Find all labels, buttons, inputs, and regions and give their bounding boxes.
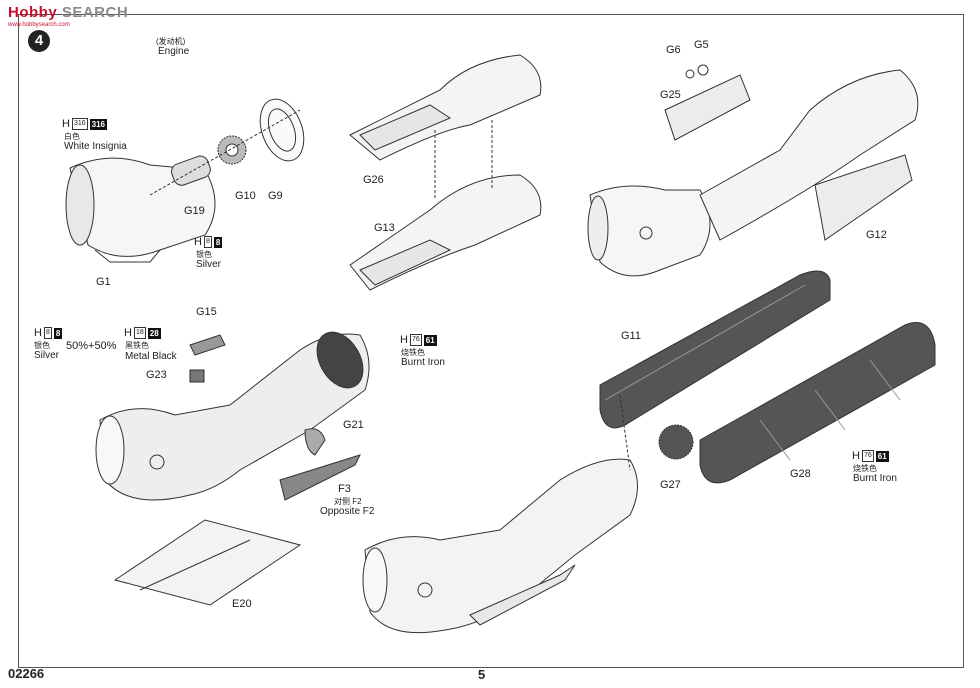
paint-code: 316 [89, 118, 107, 130]
paint-burnt-iron-1-cn: 烧铁色 [401, 348, 425, 357]
part-g11-drawing [599, 270, 831, 429]
label-f3: F3 [338, 483, 351, 495]
mix-ratio: 50%+50% [66, 340, 117, 352]
part-g26-drawing [349, 54, 542, 161]
part-g27-drawing [658, 424, 694, 460]
watermark-brand-b: SEARCH [61, 4, 129, 21]
paint-h: H [194, 236, 202, 248]
paint-code: 61 [423, 334, 437, 346]
paint-h: H [400, 334, 408, 346]
watermark-brand-a: Hobby [8, 4, 58, 21]
paint-burnt-iron-2: H 76 61 [852, 450, 889, 462]
paint-white-insignia: H 316 316 [62, 118, 107, 130]
paint-h: H [852, 450, 860, 462]
title-en: Engine [158, 46, 190, 57]
product-code: 02266 [8, 666, 45, 681]
paint-box: 18 [133, 327, 146, 339]
step-number-badge: 4 [28, 30, 50, 52]
label-g12: G12 [866, 229, 887, 241]
paint-box: 8 [203, 236, 212, 248]
title-cn: (发动机) [156, 37, 186, 46]
paint-code: 8 [213, 236, 223, 248]
paint-silver-1: H 8 8 [194, 236, 223, 248]
label-g5: G5 [694, 39, 709, 51]
part-g9-drawing [259, 98, 305, 162]
label-g27: G27 [660, 479, 681, 491]
paint-box: 76 [861, 450, 874, 462]
label-g9: G9 [268, 190, 283, 202]
part-engine-top-right [587, 64, 919, 277]
paint-silver-2: H 8 8 [34, 327, 63, 339]
paint-box: 316 [71, 118, 88, 130]
page-number: 5 [478, 667, 486, 682]
label-g10: G10 [235, 190, 256, 202]
part-g13-drawing [349, 174, 542, 291]
label-g28: G28 [790, 468, 811, 480]
f3-note-cn: 对侧 F2 [334, 497, 362, 506]
paint-silver-2-en: Silver [34, 350, 60, 361]
paint-burnt-iron-2-en: Burnt Iron [853, 473, 897, 484]
label-g15: G15 [196, 306, 217, 318]
page-frame [18, 14, 964, 668]
label-g23: G23 [146, 369, 167, 381]
paint-h: H [124, 327, 132, 339]
label-g19: G19 [184, 205, 205, 217]
paint-metal-black: H 18 28 [124, 327, 161, 339]
paint-code: 28 [147, 327, 161, 339]
paint-box: 8 [43, 327, 52, 339]
part-engine-main [95, 331, 370, 606]
watermark-logo: Hobby SEARCH [8, 4, 128, 21]
label-g1: G1 [96, 276, 111, 288]
paint-box: 76 [409, 334, 422, 346]
paint-h: H [62, 118, 70, 130]
paint-burnt-iron-1: H 76 61 [400, 334, 437, 346]
watermark-url: www.hobbysearch.com [8, 22, 70, 28]
paint-code: 61 [875, 450, 889, 462]
paint-burnt-iron-2-cn: 烧铁色 [853, 464, 877, 473]
f3-note-en: Opposite F2 [320, 506, 375, 517]
paint-silver-2-cn: 银色 [34, 341, 50, 350]
paint-code: 8 [53, 327, 63, 339]
paint-h: H [34, 327, 42, 339]
paint-white-en: White Insignia [64, 141, 127, 152]
label-g26: G26 [363, 174, 384, 186]
label-g6: G6 [666, 44, 681, 56]
paint-white-cn: 白色 [64, 132, 80, 141]
paint-silver-1-en: Silver [196, 259, 222, 270]
paint-metal-black-cn: 黑铁色 [125, 341, 149, 350]
label-g11: G11 [621, 330, 641, 342]
paint-silver-1-cn: 银色 [196, 250, 212, 259]
label-g21: G21 [343, 419, 364, 431]
label-e20: E20 [232, 598, 252, 610]
part-g19-drawing [171, 155, 211, 186]
part-engine-bottom-right [362, 458, 638, 634]
part-g10-drawing [217, 135, 247, 165]
paint-metal-black-en: Metal Black [125, 351, 177, 362]
label-g25: G25 [660, 89, 681, 101]
part-g28-drawing [699, 322, 936, 484]
paint-burnt-iron-1-en: Burnt Iron [401, 357, 445, 368]
label-g13: G13 [374, 222, 395, 234]
